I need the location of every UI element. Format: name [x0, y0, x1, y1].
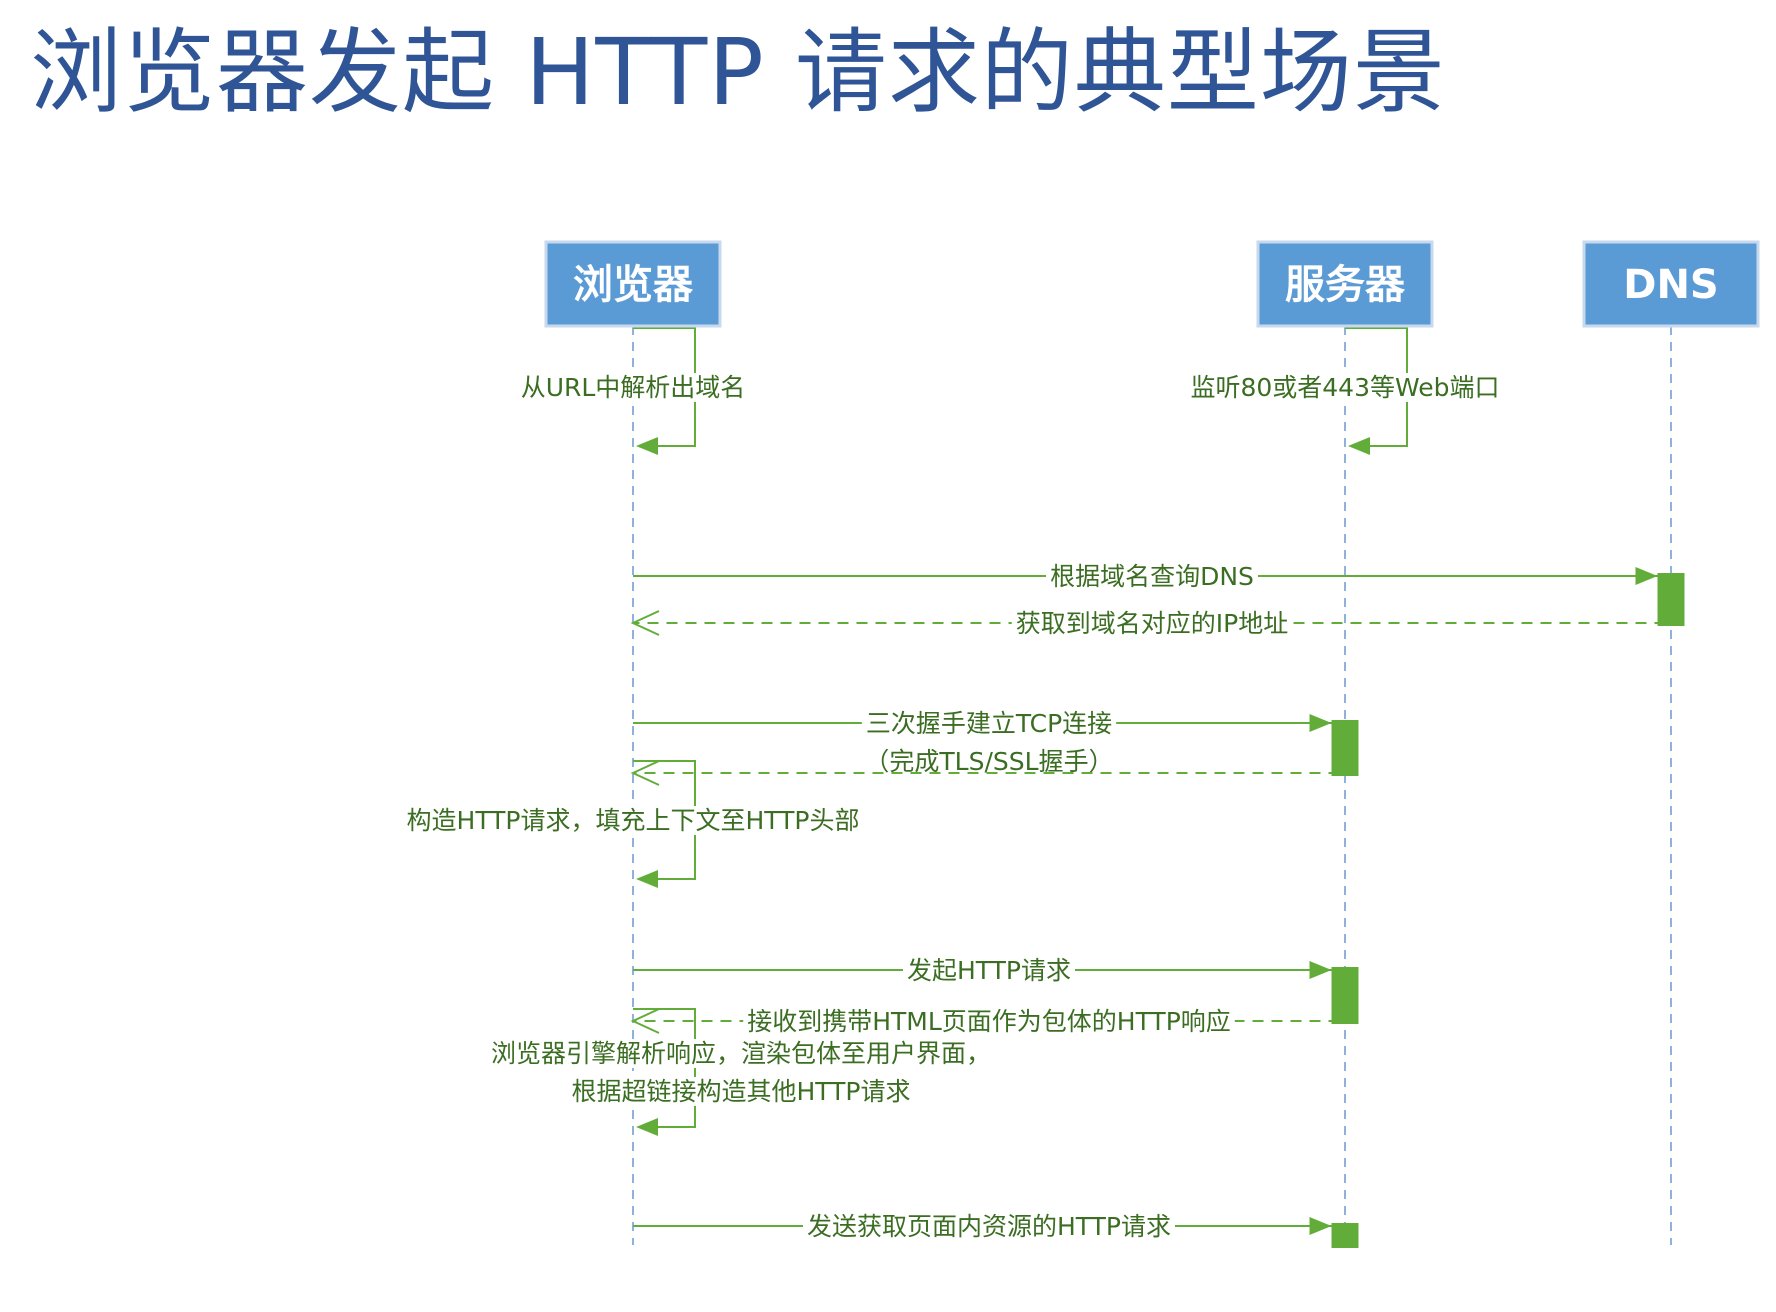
actor-box-browser — [544, 240, 722, 328]
message-return: 获取到域名对应的IP地址 — [630, 609, 1685, 638]
message-label-bg — [860, 747, 1118, 776]
actor-dns: DNS — [1582, 240, 1760, 328]
arrowhead — [1348, 437, 1370, 455]
message-self: 浏览器引擎解析响应，渲染包体至用户界面， 根据超链接构造其他HTTP请求 — [486, 1008, 996, 1136]
actor-label-browser: 浏览器 — [573, 262, 694, 308]
arrowhead — [636, 1118, 658, 1136]
actor-browser: 浏览器 — [544, 240, 722, 328]
arrowhead — [1309, 1217, 1332, 1235]
message-label: 根据超链接构造其他HTTP请求 — [572, 1077, 911, 1106]
message-call: 发起HTTP请求 — [633, 956, 1332, 985]
actor-label-server: 服务器 — [1285, 262, 1406, 308]
message-self: 监听80或者443等Web端口 — [1186, 327, 1504, 455]
message-label-bg — [803, 1212, 1175, 1241]
activation-bar-server — [1331, 1223, 1359, 1248]
activation-bar-server — [1331, 967, 1359, 1024]
message-label-bg — [1011, 609, 1293, 638]
arrowhead — [1635, 567, 1658, 585]
message-label-bg — [567, 1077, 915, 1106]
message-label-bg — [486, 1039, 996, 1068]
page-title: 浏览器发起 HTTP 请求的典型场景 — [30, 19, 1446, 126]
message-label: 接收到携带HTML页面作为包体的HTTP响应 — [747, 1007, 1231, 1036]
message-self: 从URL中解析出域名 — [516, 327, 750, 455]
actor-box-server — [1256, 240, 1434, 328]
message-label: 根据域名查询DNS — [1050, 562, 1254, 591]
message-label: 从URL中解析出域名 — [521, 373, 746, 402]
message-label: 获取到域名对应的IP地址 — [1016, 609, 1288, 638]
message-label: 浏览器引擎解析响应，渲染包体至用户界面， — [491, 1039, 991, 1068]
message-call: 根据域名查询DNS — [633, 562, 1658, 591]
message-label: 构造HTTP请求，填充上下文至HTTP头部 — [407, 806, 860, 835]
activation-bar-dns — [1657, 573, 1685, 626]
arrowhead — [630, 760, 660, 786]
message-return: 接收到携带HTML页面作为包体的HTTP响应 — [630, 1007, 1359, 1036]
message-label-bg — [861, 709, 1117, 738]
arrowhead — [1309, 714, 1332, 732]
actor-server: 服务器 — [1256, 240, 1434, 328]
message-label-bg — [903, 956, 1075, 985]
message-label-bg — [743, 1007, 1235, 1036]
message-label: （完成TLS/SSL握手） — [864, 747, 1113, 776]
arrowhead — [1309, 961, 1332, 979]
arrowhead — [636, 870, 658, 888]
message-label: 发起HTTP请求 — [907, 956, 1071, 985]
message-call: 发送获取页面内资源的HTTP请求 — [633, 1212, 1332, 1241]
activation-bar-server — [1331, 720, 1359, 776]
arrowhead — [636, 437, 658, 455]
arrowhead — [630, 610, 660, 636]
message-return — [630, 760, 1359, 786]
message-call: 三次握手建立TCP连接 （完成TLS/SSL握手） — [633, 709, 1332, 776]
message-label: 监听80或者443等Web端口 — [1190, 373, 1499, 402]
message-label: 发送获取页面内资源的HTTP请求 — [807, 1212, 1171, 1241]
message-label-bg — [402, 806, 864, 835]
message-self: 构造HTTP请求，填充上下文至HTTP头部 — [402, 760, 864, 888]
message-label-bg — [1186, 373, 1504, 402]
actor-label-dns: DNS — [1623, 262, 1719, 308]
message-label-bg — [1046, 562, 1258, 591]
arrowhead — [630, 1008, 660, 1034]
message-label: 三次握手建立TCP连接 — [866, 709, 1112, 738]
message-label-bg — [516, 373, 750, 402]
actor-box-dns — [1582, 240, 1760, 328]
